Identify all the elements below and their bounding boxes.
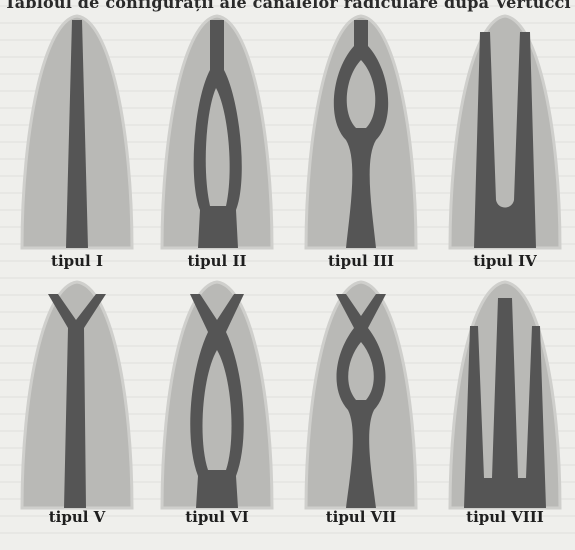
type-label-7: tipul VII: [298, 508, 424, 526]
root-canal-system: [464, 298, 546, 508]
type-label-6: tipul VI: [154, 508, 280, 526]
root-diagram-type-4: [442, 10, 568, 280]
type-label-3: tipul III: [298, 252, 424, 270]
root-diagram-type-3: [298, 10, 424, 280]
type-label-8: tipul VIII: [442, 508, 568, 526]
vertucci-classification-figure: tipul I tipul II tipul III tipul IV tipu…: [0, 0, 575, 534]
type-label-4: tipul IV: [442, 252, 568, 270]
root-diagram-type-1: [14, 10, 140, 280]
root-diagram-type-2: [154, 10, 280, 280]
type-label-2: tipul II: [154, 252, 280, 270]
type-label-1: tipul I: [14, 252, 140, 270]
type-label-5: tipul V: [14, 508, 140, 526]
